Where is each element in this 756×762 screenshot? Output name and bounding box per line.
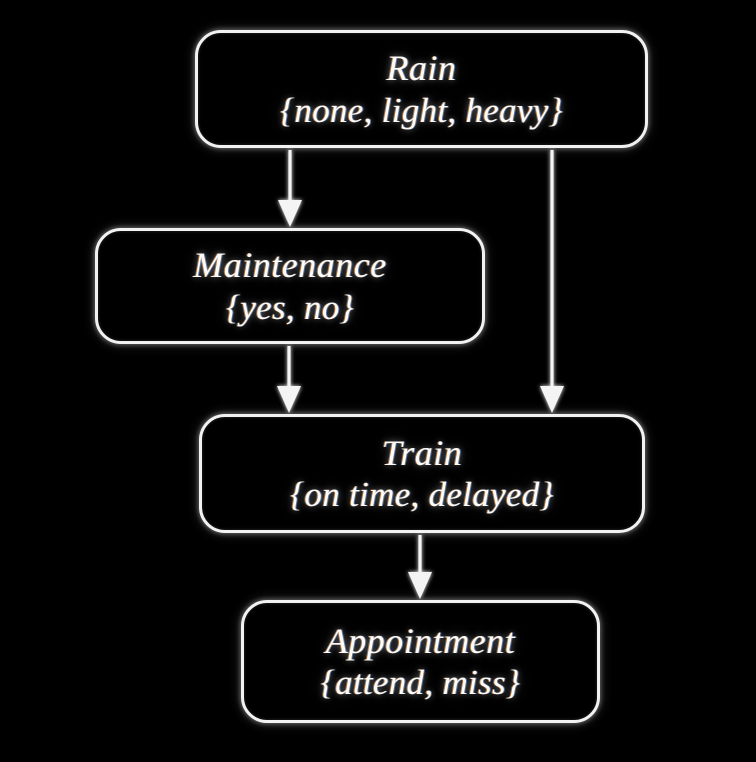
node-train-title: Train — [381, 432, 463, 473]
node-appointment-title: Appointment — [325, 620, 516, 661]
node-train-states: {on time, delayed} — [290, 475, 554, 515]
edge-train-to-appointment — [408, 535, 432, 599]
node-maintenance-title: Maintenance — [193, 245, 387, 286]
edge-rain-to-maintenance — [278, 150, 302, 227]
edge-maintenance-to-train — [277, 346, 301, 413]
edge-rain-to-train — [540, 150, 564, 413]
node-train[interactable]: Train {on time, delayed} — [199, 414, 645, 533]
node-maintenance[interactable]: Maintenance {yes, no} — [95, 228, 485, 344]
node-rain[interactable]: Rain {none, light, heavy} — [195, 30, 648, 148]
node-appointment-states: {attend, miss} — [320, 663, 521, 703]
node-appointment[interactable]: Appointment {attend, miss} — [241, 600, 600, 723]
node-rain-states: {none, light, heavy} — [280, 90, 563, 130]
node-rain-title: Rain — [386, 48, 457, 89]
node-maintenance-states: {yes, no} — [226, 287, 354, 327]
